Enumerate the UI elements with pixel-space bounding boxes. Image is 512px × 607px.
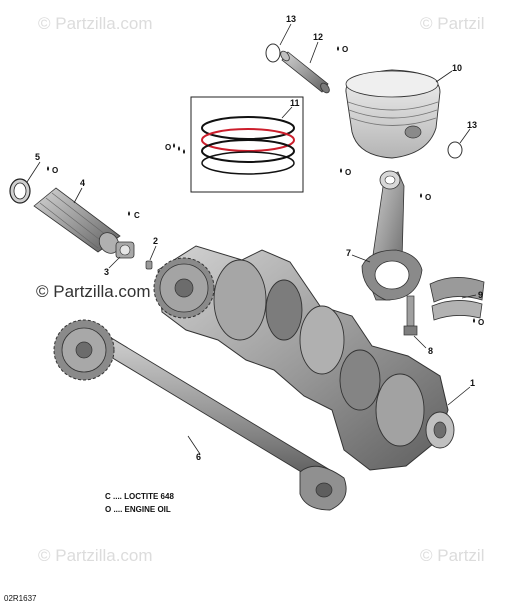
leader-lines bbox=[26, 23, 477, 455]
piston-pin bbox=[280, 50, 330, 94]
callout-8: 8 bbox=[428, 346, 433, 356]
circlip-top bbox=[265, 43, 281, 63]
symbol-oil-rings: O bbox=[165, 143, 185, 154]
svg-text:O: O bbox=[52, 166, 58, 175]
callout-9: 9 bbox=[478, 290, 483, 300]
piston-ring-set bbox=[190, 96, 304, 193]
svg-text:O: O bbox=[165, 143, 171, 152]
crankshaft-gear bbox=[153, 257, 215, 319]
connecting-rod-bearing bbox=[429, 277, 485, 321]
circlip-right bbox=[447, 141, 463, 159]
watermark-bottom-left: © Partzilla.com bbox=[38, 546, 153, 565]
callout-11: 11 bbox=[290, 98, 300, 108]
symbol-oil-bearing: O bbox=[473, 318, 484, 327]
oil-seal bbox=[9, 178, 31, 204]
callout-6: 6 bbox=[196, 452, 201, 462]
watermark-center: © Partzilla.com bbox=[36, 282, 151, 301]
legend-engine-oil: O .... ENGINE OIL bbox=[105, 505, 171, 514]
svg-text:O: O bbox=[345, 168, 351, 177]
svg-text:O: O bbox=[342, 45, 348, 54]
connecting-rod bbox=[361, 170, 423, 301]
symbol-oil-seal: O bbox=[47, 166, 58, 175]
balancer-sleeve bbox=[33, 187, 121, 254]
svg-text:C: C bbox=[134, 211, 140, 220]
dowel-pin bbox=[145, 260, 153, 270]
callout-7: 7 bbox=[346, 248, 351, 258]
symbol-loctite-sleeve: C bbox=[128, 211, 140, 220]
svg-text:O: O bbox=[478, 318, 484, 327]
legend-loctite: C .... LOCTITE 648 bbox=[105, 492, 174, 501]
figure-reference: 02R1637 bbox=[4, 594, 37, 603]
callout-10: 10 bbox=[452, 63, 462, 73]
needle-bearing bbox=[115, 241, 135, 259]
symbol-oil-piston-pin: O bbox=[337, 45, 348, 54]
callout-12: 12 bbox=[313, 32, 323, 42]
callout-1: 1 bbox=[470, 378, 475, 388]
callout-3: 3 bbox=[104, 267, 109, 277]
callout-2: 2 bbox=[153, 236, 158, 246]
symbol-oil-piston: O bbox=[340, 168, 351, 177]
balancer-shaft bbox=[53, 319, 347, 511]
callout-5: 5 bbox=[35, 152, 40, 162]
symbol-oil-rod: O bbox=[420, 193, 431, 202]
connecting-rod-bolt bbox=[403, 295, 418, 336]
watermark-top-right: © Partzil bbox=[420, 14, 484, 33]
piston bbox=[345, 69, 441, 159]
watermark-bottom-right: © Partzil bbox=[420, 546, 484, 565]
callout-13-top: 13 bbox=[286, 14, 296, 24]
watermark-top-left: © Partzilla.com bbox=[38, 14, 153, 33]
callout-4: 4 bbox=[80, 178, 85, 188]
svg-text:O: O bbox=[425, 193, 431, 202]
callout-13-right: 13 bbox=[467, 120, 477, 130]
